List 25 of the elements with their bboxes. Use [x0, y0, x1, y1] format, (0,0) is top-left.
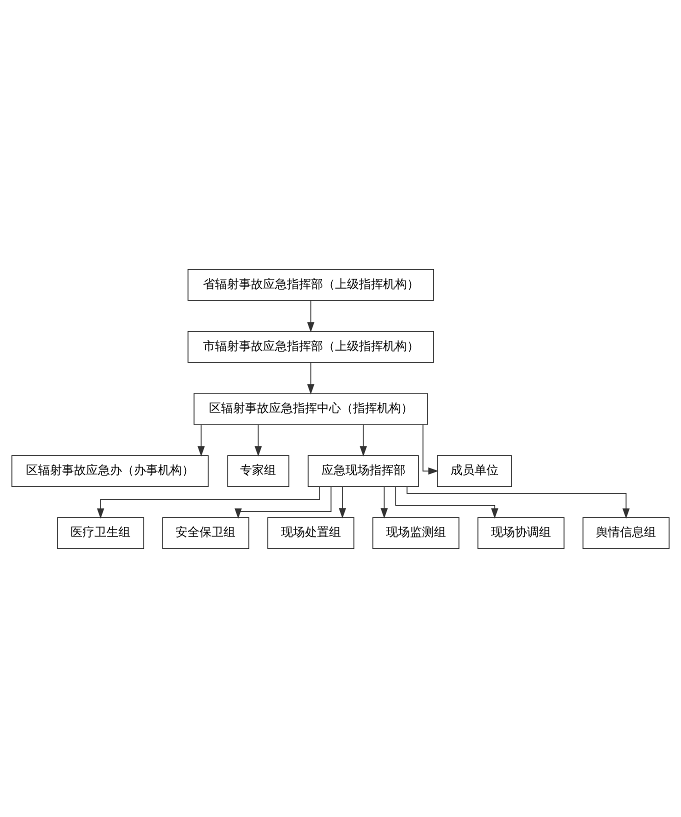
node-box: 专家组	[227, 454, 290, 486]
node-box: 区辐射事故应急办（办事机构）	[11, 454, 209, 486]
node-box: 现场协调组	[477, 516, 564, 548]
node-box: 市辐射事故应急指挥部（上级指挥机构）	[188, 330, 434, 362]
arrow	[422, 424, 439, 474]
arrow	[380, 486, 388, 518]
node-box: 安全保卫组	[162, 516, 250, 548]
arrow	[234, 486, 332, 518]
node-box: 区辐射事故应急指挥中心（指挥机构）	[194, 392, 428, 424]
node-box: 医疗卫生组	[57, 516, 144, 548]
node-box: 现场监测组	[372, 516, 460, 548]
arrow	[307, 362, 314, 394]
arrow	[406, 486, 630, 518]
arrow	[338, 486, 346, 518]
node-box: 应急现场指挥部	[308, 454, 419, 486]
node-box: 舆情信息组	[582, 516, 670, 548]
node-box: 省辐射事故应急指挥部（上级指挥机构）	[188, 268, 434, 300]
node-box: 成员单位	[436, 454, 512, 486]
arrow	[360, 424, 367, 456]
arrow	[96, 486, 320, 518]
arrow	[307, 300, 314, 332]
arrow	[254, 424, 262, 456]
arrow	[198, 424, 205, 456]
node-box: 现场处置组	[267, 516, 354, 548]
arrow	[395, 486, 498, 518]
